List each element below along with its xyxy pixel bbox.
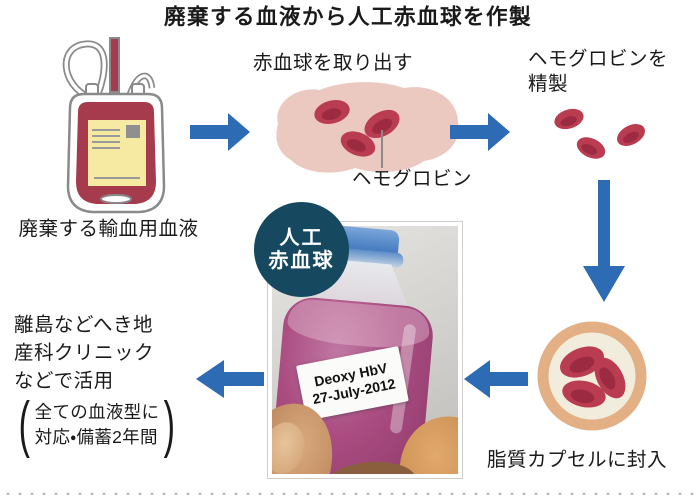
usage-line2: 産科クリニック — [14, 342, 155, 364]
note-close-paren: ) — [163, 390, 176, 459]
hemoglobin-pointer-line — [381, 130, 383, 168]
red-cell-icon — [594, 357, 626, 399]
usage-text-block: 離島などへき地 産科クリニック などで活用 ( 全ての血液型に 対応・備蓄2年間… — [14, 311, 180, 459]
note-lines: 全ての血液型に 対応・備蓄2年間 — [35, 400, 160, 450]
source-blood-label: 廃棄する輸血用血液 — [18, 218, 199, 240]
lipid-capsule-icon — [536, 320, 648, 437]
usage-note: ( 全ての血液型に 対応・備蓄2年間 ) — [14, 390, 180, 459]
red-cell-icon — [554, 108, 584, 130]
red-cell-icon — [340, 131, 376, 157]
note-open-paren: ( — [18, 390, 31, 459]
blood-blob-icon — [260, 76, 465, 185]
arrow-left-icon — [460, 356, 528, 402]
purify-step-line2: 精製 — [528, 73, 569, 95]
page-title: 廃棄する血液から人工赤血球を作製 — [163, 5, 532, 29]
blood-bag-icon — [48, 36, 184, 223]
usage-note-line1: 全ての血液型に — [34, 402, 160, 422]
usage-note-line2: 対応・備蓄2年間 — [34, 427, 158, 447]
extract-step-label: 赤血球を取り出す — [253, 52, 414, 74]
purified-hemoglobin-icon — [545, 103, 655, 170]
usage-line3: などで活用 — [14, 370, 114, 392]
red-cell-icon — [314, 100, 350, 124]
arrow-left-icon — [192, 356, 264, 402]
purify-step-label: ヘモグロビンを 精製 — [528, 47, 668, 97]
red-cell-icon — [562, 380, 606, 408]
arrow-right-icon — [190, 108, 252, 156]
usage-line1: 離島などへき地 — [14, 314, 154, 336]
arrow-right-icon — [450, 108, 512, 156]
badge-line2: 赤血球 — [268, 249, 335, 272]
artificial-rbc-badge: 人工 赤血球 — [254, 202, 349, 297]
hemoglobin-callout-label: ヘモグロビン — [352, 168, 473, 190]
red-cell-icon — [576, 137, 606, 159]
red-cell-icon — [617, 124, 645, 146]
red-cell-icon — [364, 109, 400, 139]
purify-step-line1: ヘモグロビンを — [528, 48, 669, 70]
arrow-down-icon — [578, 180, 630, 306]
bottom-dotted-border — [0, 491, 696, 495]
red-cell-icon — [560, 346, 604, 378]
badge-line1: 人工 — [279, 226, 324, 249]
capsule-step-label: 脂質カプセルに封入 — [487, 449, 668, 471]
